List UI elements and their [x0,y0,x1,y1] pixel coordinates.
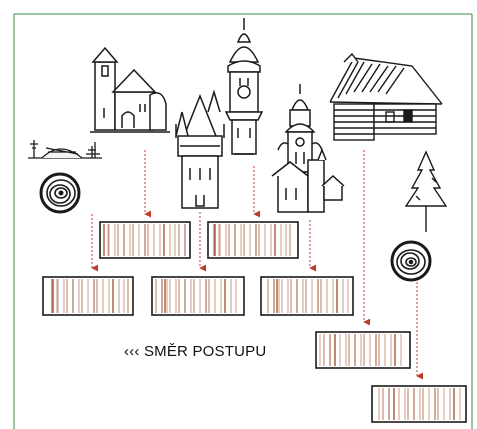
tree-ring-sample-box [316,332,410,368]
tree-ring-sample-box [372,386,466,422]
tree-ring-sample-box [43,277,133,315]
timber-cottage-icon [330,54,442,140]
direction-label: ‹‹‹ SMĚR POSTUPU [124,343,266,360]
tree-ring-sample-box [100,222,190,258]
spruce-tree-icon [406,152,446,232]
renaissance-tower-icon [226,18,262,154]
tree-ring-sample-box [261,277,353,315]
tree-ring-icon [41,174,79,212]
romanesque-church-icon [90,48,170,132]
prehistoric-landscape-icon [28,140,102,158]
gothic-tower-icon [176,92,224,208]
tree-ring-icon [392,242,430,280]
tree-ring-sample-box [152,277,244,315]
tree-ring-sample-box [208,222,298,258]
baroque-church-icon [272,84,344,212]
